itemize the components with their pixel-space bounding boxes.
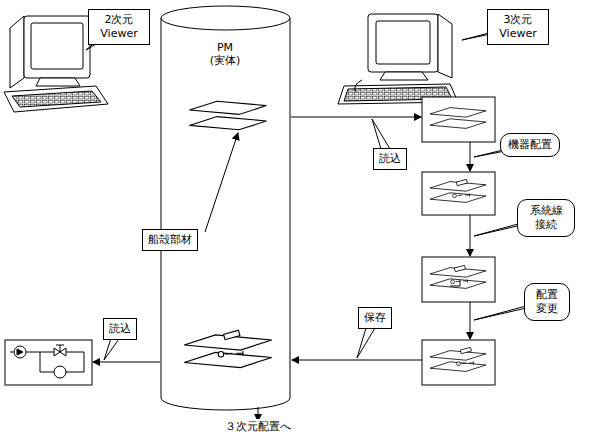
node-text: 配置 変更 bbox=[532, 288, 562, 316]
node-text: 3次元 Viewer bbox=[493, 13, 543, 41]
node-text: PM (実体) bbox=[204, 42, 246, 67]
step-callout: 系統線 接続 bbox=[517, 199, 575, 237]
node-text: 機器配置 bbox=[508, 138, 552, 152]
node-text: 読込 bbox=[109, 322, 131, 336]
node-text: 船殻部材 bbox=[148, 233, 192, 247]
step-callout: 機器配置 bbox=[500, 133, 560, 157]
step-callout: 配置 変更 bbox=[524, 283, 570, 321]
action-callout: 保存 bbox=[358, 307, 392, 329]
viewer-callout: 2次元 Viewer bbox=[88, 9, 150, 45]
computer-3d bbox=[338, 14, 458, 104]
leader-line bbox=[205, 133, 238, 232]
flow-arrow bbox=[93, 117, 470, 421]
arranged-plates bbox=[184, 330, 272, 367]
node-text: 2次元 Viewer bbox=[94, 13, 144, 41]
action-callout: 読込 bbox=[373, 148, 407, 170]
hull-plates bbox=[190, 101, 267, 130]
part-callout: 船殻部材 bbox=[142, 229, 198, 251]
viewer-callout: 3次元 Viewer bbox=[487, 9, 549, 45]
flow-label: ３次元配置へ bbox=[223, 419, 293, 434]
step-boxes bbox=[422, 97, 495, 385]
schematic-box bbox=[5, 340, 92, 385]
pm-cylinder: PM (実体) bbox=[160, 4, 291, 414]
node-text: 読込 bbox=[379, 152, 401, 166]
callout-tail bbox=[86, 27, 553, 360]
node-text: 系統線 接続 bbox=[525, 204, 567, 232]
node-text: 保存 bbox=[364, 311, 386, 325]
action-callout: 読込 bbox=[103, 318, 137, 340]
